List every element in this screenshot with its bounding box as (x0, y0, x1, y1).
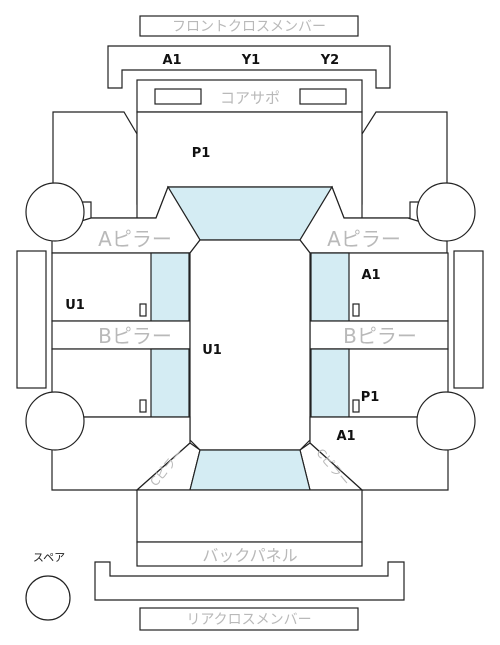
rear-window[interactable] (189, 449, 311, 491)
front-bumper[interactable] (107, 45, 391, 89)
b-pillar-left-label: Bピラー (98, 324, 172, 348)
a-pillar-left-label: Aピラー (98, 227, 172, 251)
rear-cross-member-box[interactable] (139, 607, 359, 631)
a-pillar-right-label: Aピラー (327, 227, 401, 251)
core-support-label: コアサポ (220, 89, 280, 107)
headlight-left[interactable] (154, 88, 202, 105)
left-code-u1: U1 (65, 298, 85, 313)
wheel-front-right[interactable] (416, 182, 476, 242)
rear-cross-member-label: リアクロスメンバー (186, 612, 311, 628)
front-cross-member-label: フロントクロスメンバー (172, 19, 326, 35)
left-front-window[interactable] (150, 252, 190, 322)
wheel-rear-right[interactable] (416, 391, 476, 451)
spare-label: スペア (33, 551, 65, 564)
right-front-door-handle[interactable] (352, 303, 360, 317)
right-rear-window[interactable] (310, 348, 350, 418)
left-rear-door-handle[interactable] (139, 399, 147, 413)
spare-tire[interactable] (25, 575, 71, 621)
back-panel-label: バックパネル (202, 546, 297, 565)
trunk[interactable] (136, 489, 363, 543)
front-code-a1: A1 (162, 53, 181, 68)
left-rear-window[interactable] (150, 348, 190, 418)
roof-code-u1: U1 (202, 343, 222, 358)
wheel-front-left[interactable] (25, 182, 85, 242)
headlight-right[interactable] (299, 88, 347, 105)
back-panel[interactable] (136, 541, 363, 567)
hood-code-p1: P1 (192, 146, 211, 161)
front-code-y1: Y1 (241, 53, 260, 68)
side-step-right[interactable] (453, 250, 484, 389)
rear-bumper[interactable] (94, 561, 405, 601)
b-pillar-right-label: Bピラー (343, 324, 417, 348)
b-pillar-left[interactable] (51, 320, 191, 350)
right-front-window[interactable] (310, 252, 350, 322)
right-front-door-code-a1: A1 (361, 268, 380, 283)
wheel-rear-left[interactable] (25, 391, 85, 451)
front-code-y2: Y2 (320, 53, 339, 68)
front-cross-member-box[interactable] (139, 15, 359, 37)
right-quarter-code-a1: A1 (336, 429, 355, 444)
right-rear-door-code-p1: P1 (361, 390, 380, 405)
right-rear-door-handle[interactable] (352, 399, 360, 413)
side-step-left[interactable] (16, 250, 47, 389)
left-front-door-handle[interactable] (139, 303, 147, 317)
